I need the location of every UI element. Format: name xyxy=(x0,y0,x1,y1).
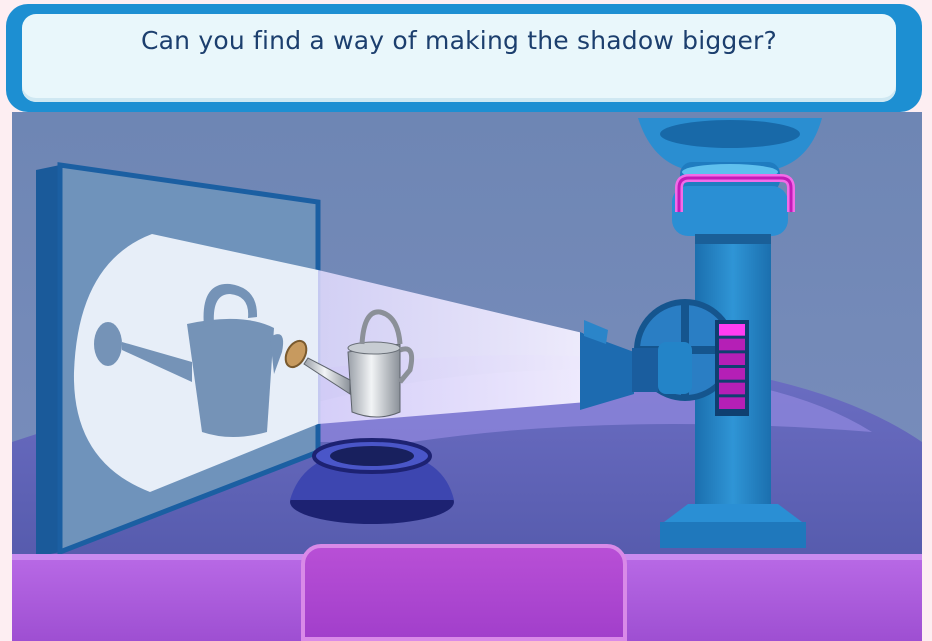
meter-segment xyxy=(719,368,745,380)
question-panel: Can you find a way of making the shadow … xyxy=(22,14,896,102)
question-banner: Can you find a way of making the shadow … xyxy=(6,4,922,112)
watering-can-drag[interactable] xyxy=(288,308,416,424)
torch-button[interactable] xyxy=(578,316,696,412)
meter-segment xyxy=(719,382,745,395)
meter-segment xyxy=(719,353,745,365)
meter-segment xyxy=(719,324,745,336)
watering-can xyxy=(284,309,415,418)
torch xyxy=(580,320,692,410)
meter-segment xyxy=(719,397,745,409)
question-text: Can you find a way of making the shadow … xyxy=(140,26,778,55)
screen xyxy=(36,162,321,557)
shadow xyxy=(94,283,284,437)
meter-segment xyxy=(719,338,745,351)
stand xyxy=(290,438,454,524)
brightness-meter xyxy=(715,320,749,416)
scene-artwork xyxy=(12,112,922,641)
shadow-scene xyxy=(12,112,922,641)
drop-slot[interactable] xyxy=(301,544,627,641)
